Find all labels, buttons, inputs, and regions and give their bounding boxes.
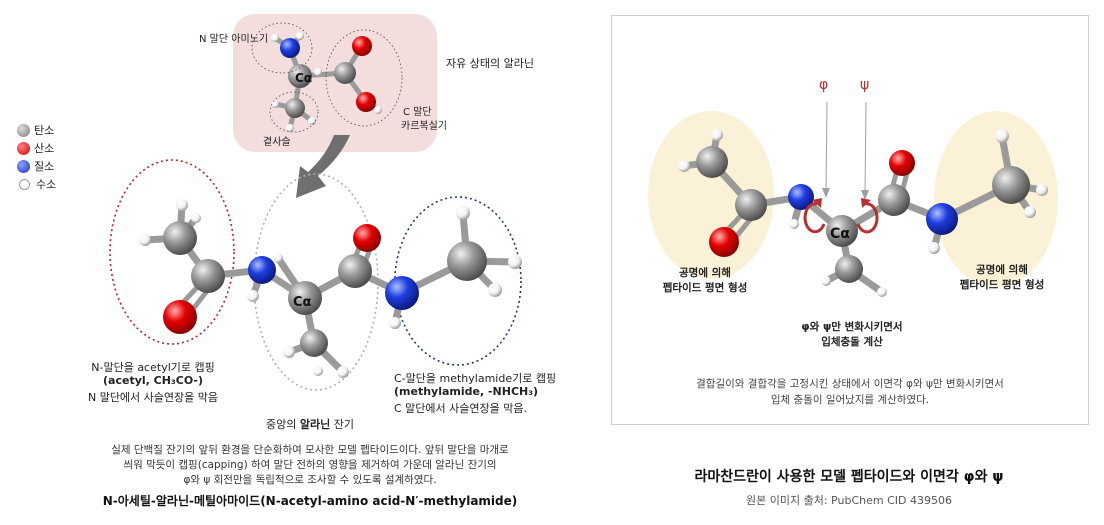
- inset-atoms: [271, 32, 382, 132]
- hydrogen-swatch: [19, 178, 30, 190]
- legend-label: 수소: [36, 178, 57, 191]
- inset-calpha-label: Cα: [295, 71, 312, 85]
- phi-guide-arrowhead: [822, 188, 830, 198]
- c-terminal-label-2: 카르복실기: [401, 121, 447, 132]
- free-alanine-inset: [233, 14, 437, 152]
- oxygen-swatch: [17, 141, 30, 155]
- center-residue-label: 중앙의 알라닌 잔기: [266, 416, 354, 432]
- phi-guide-line: [825, 101, 828, 195]
- curved-arrow-icon: [296, 135, 350, 198]
- methylamide-annotation-line2: (methylamide, -NHCH₃): [394, 385, 539, 398]
- legend-label: 산소: [34, 142, 55, 155]
- acetyl-annotation-line1: N-말단을 acetyl기로 캡핑: [91, 361, 215, 374]
- left-peptide-plane: [648, 111, 774, 279]
- left-title: N-아세틸-알라닌-메틸아마이드(N-acetyl-amino acid-N′-…: [102, 494, 518, 508]
- legend-nitrogen: 질소: [17, 158, 54, 174]
- acetyl-annotation-line3: N 말단에서 사슬연장을 막음: [87, 391, 219, 404]
- inset-rings: [251, 22, 403, 133]
- description-line1: 실제 단백질 잔기의 앞뒤 환경을 단순화하여 모사한 모델 펩타이드이다. 앞…: [111, 444, 509, 456]
- right-plane-label-line2: 펩타이드 평면 형성: [959, 279, 1045, 291]
- right-caption-line1: 결합길이와 결합각을 고정시킨 상태에서 이면각 φ와 ψ만 변화시키면서: [696, 378, 1004, 390]
- right-molecule-atoms: [678, 129, 1048, 297]
- carbon-swatch: [17, 123, 30, 137]
- right-panel: Cα φ ψ 공명에 의해 펩타이드 평면 형성 공명에 의해 펩타이드 평면 …: [611, 15, 1089, 425]
- left-plane-label-line2: 펩타이드 평면 형성: [662, 282, 748, 294]
- legend-label: 질소: [34, 160, 55, 173]
- nitrogen-swatch: [17, 159, 30, 173]
- center-calc-label-line2: 입체충돌 계산: [821, 336, 883, 348]
- description-line2: 씌워 막듯이 캡핑(capping) 하여 말단 전하의 영향을 제거하여 가운…: [123, 459, 497, 471]
- left-plane-label-line1: 공명에 의해: [679, 267, 731, 279]
- figure-title: 라마찬드란이 사용한 모델 펩타이드와 이면각 φ와 ψ: [694, 469, 1004, 485]
- legend-carbon: 탄소: [17, 122, 54, 138]
- side-chain-label: 곁사슬: [263, 137, 291, 148]
- center-residue-bold: 알라닌: [299, 418, 331, 431]
- legend-oxygen: 산소: [17, 140, 54, 156]
- right-calpha-label: Cα: [830, 226, 850, 242]
- n-terminal-label: N 말단 아미노기: [199, 34, 269, 45]
- description-line3: φ와 ψ 회전만을 독립적으로 조사할 수 있도록 설계하였다.: [183, 474, 437, 486]
- phi-rotation-arrowhead: [812, 198, 822, 208]
- center-residue-prefix: 중앙의: [266, 418, 300, 431]
- psi-rotation-arrow-icon: [856, 202, 879, 234]
- acetyl-ring: [109, 159, 235, 345]
- psi-rotation-arrowhead: [861, 198, 871, 208]
- psi-guide-arrowhead: [861, 190, 869, 200]
- free-alanine-label: 자유 상태의 알라닌: [446, 57, 534, 70]
- phi-rotation-arrow-icon: [803, 202, 826, 234]
- right-peptide-plane: [934, 111, 1058, 287]
- right-plane-label-line1: 공명에 의해: [976, 264, 1028, 276]
- center-calc-label-line1: φ와 ψ만 변화시키면서: [801, 321, 903, 333]
- left-molecule-svg: Cα: [109, 22, 522, 391]
- calpha-label: Cα: [293, 295, 312, 310]
- psi-guide-line: [864, 101, 867, 197]
- acetyl-annotation-line2: (acetyl, CH₃CO-): [103, 374, 203, 387]
- right-caption-line2: 입체 충돌이 일어났지를 계산하였다.: [770, 394, 930, 406]
- center-residue-suffix: 잔기: [330, 418, 354, 431]
- image-source: 원본 이미지 출처: PubChem CID 439506: [746, 494, 952, 507]
- methylamide-annotation-line3: C 말단에서 사슬연장을 막음.: [394, 402, 527, 415]
- right-molecule-svg: Cα φ ψ: [648, 77, 1058, 297]
- psi-label: ψ: [860, 77, 869, 93]
- phi-label: φ: [819, 77, 828, 93]
- main-molecule-atoms: [139, 199, 522, 378]
- legend-hydrogen: 수소: [17, 176, 56, 192]
- legend-label: 탄소: [34, 124, 55, 137]
- c-terminal-label-1: C 말단: [403, 107, 432, 118]
- methylamide-annotation-line1: C-말단을 methylamide기로 캡핑: [394, 372, 557, 385]
